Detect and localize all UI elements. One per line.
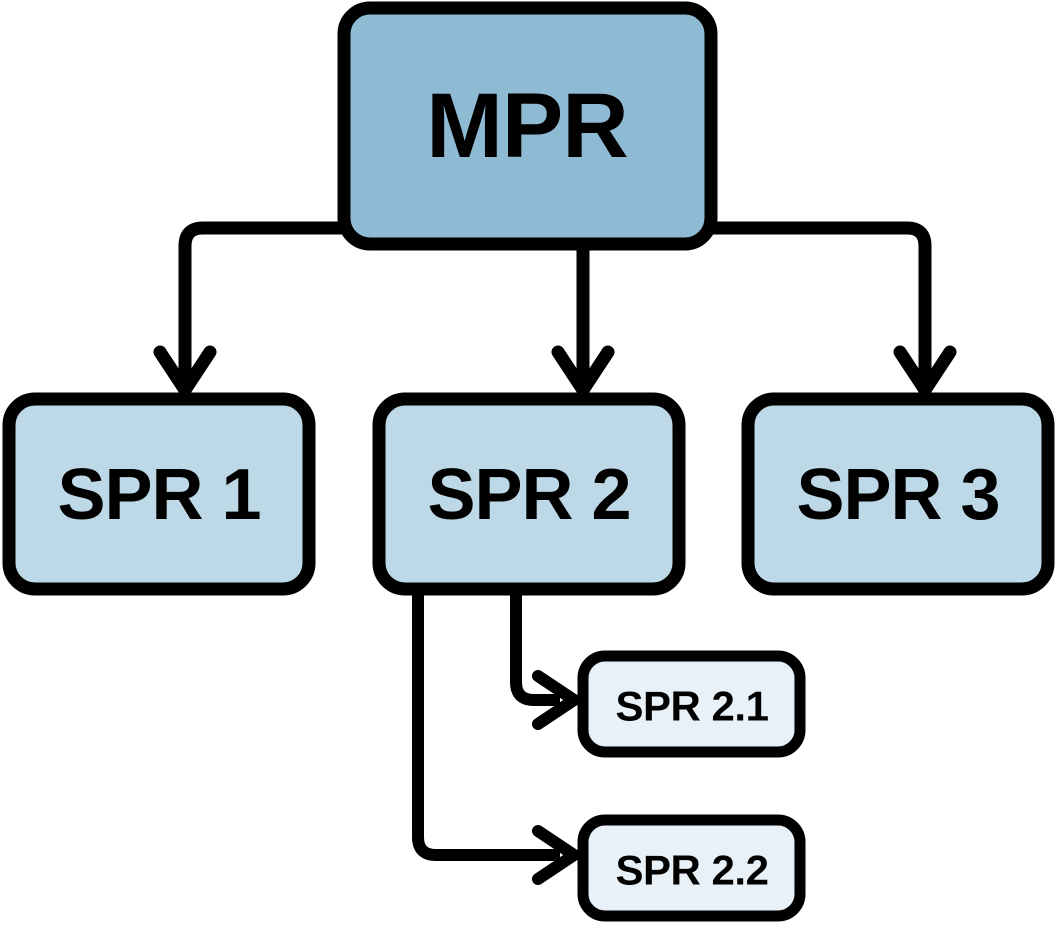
- node-mpr[interactable]: MPR: [337, 1, 718, 251]
- node-spr-3-label: SPR 3: [796, 455, 999, 535]
- edge-spr-2-to-spr-2-1: [510, 588, 560, 706]
- node-spr-2-2-box[interactable]: [577, 814, 806, 922]
- node-spr-2-1-label: SPR 2.1: [616, 683, 769, 730]
- arrowhead-spr-2-2: [532, 825, 580, 885]
- edge-mpr-to-spr-3: [706, 221, 932, 378]
- arrowhead-spr-3: [893, 345, 957, 397]
- node-spr-2-2-label: SPR 2.2: [616, 847, 769, 894]
- node-spr-3-box[interactable]: [741, 392, 1055, 596]
- edge-mpr-to-spr-1: [178, 221, 352, 378]
- node-spr-2-2[interactable]: SPR 2.2: [577, 814, 806, 922]
- node-spr-1-box[interactable]: [2, 392, 316, 596]
- arrowhead-spr-1: [153, 345, 217, 397]
- node-spr-2-label: SPR 2: [427, 455, 630, 535]
- edge-spr-2-to-spr-2-2: [412, 588, 560, 861]
- arrowhead-spr-2: [551, 345, 615, 397]
- arrowhead-spr-2-1: [532, 670, 580, 730]
- node-spr-2-box[interactable]: [372, 392, 686, 596]
- node-spr-3[interactable]: SPR 3: [741, 392, 1055, 596]
- node-mpr-label: MPR: [426, 75, 627, 177]
- node-mpr-box[interactable]: [337, 1, 718, 251]
- node-spr-2[interactable]: SPR 2: [372, 392, 686, 596]
- node-spr-1-label: SPR 1: [57, 455, 260, 535]
- connector-layer: [153, 221, 957, 885]
- node-spr-2-1-box[interactable]: [577, 650, 806, 758]
- node-spr-1[interactable]: SPR 1: [2, 392, 316, 596]
- node-spr-2-1[interactable]: SPR 2.1: [577, 650, 806, 758]
